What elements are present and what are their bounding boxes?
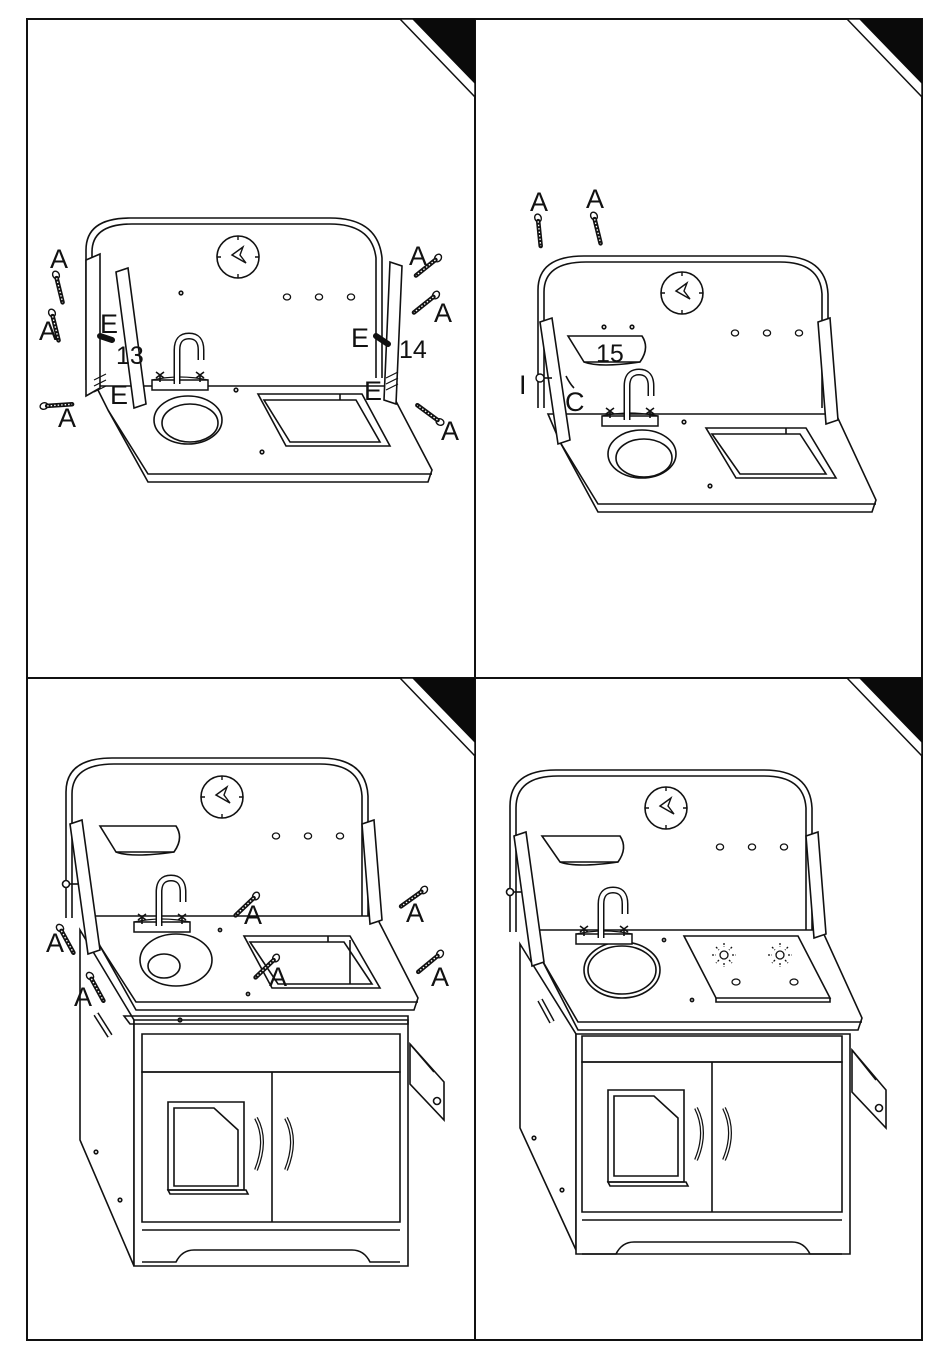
- clock-icon: [645, 787, 687, 829]
- callout-a: A: [409, 241, 427, 271]
- part-number: 14: [399, 336, 427, 364]
- callout-a: A: [441, 416, 459, 446]
- cabinet-front: [134, 1020, 408, 1266]
- callout-a: A: [46, 928, 64, 958]
- callout-e: E: [100, 309, 118, 339]
- cabinet-front: [576, 1034, 850, 1254]
- callout-a: A: [244, 900, 262, 930]
- callout-a: A: [434, 298, 452, 328]
- step-panel-2: [538, 256, 876, 512]
- callout-a: A: [530, 187, 548, 217]
- callout-e: E: [110, 380, 128, 410]
- callout-c: C: [565, 387, 585, 417]
- callout-a: A: [39, 316, 57, 346]
- callout-e: E: [364, 376, 382, 406]
- clock-icon: [661, 272, 703, 314]
- sink-basin: [584, 942, 660, 998]
- sink-basin: [154, 396, 222, 444]
- callout-i: I: [519, 370, 527, 400]
- callout-a: A: [269, 962, 287, 992]
- clock-icon: [217, 236, 259, 278]
- clock-icon: [201, 776, 243, 818]
- callout-a: A: [50, 244, 68, 274]
- callout-a: A: [74, 982, 92, 1012]
- callout-e: E: [351, 323, 369, 353]
- part-number: 13: [116, 342, 144, 370]
- callout-a: A: [58, 403, 76, 433]
- part-number: 15: [596, 340, 624, 368]
- callout-a: A: [431, 962, 449, 992]
- callout-a: A: [586, 184, 604, 214]
- callout-a: A: [406, 898, 424, 928]
